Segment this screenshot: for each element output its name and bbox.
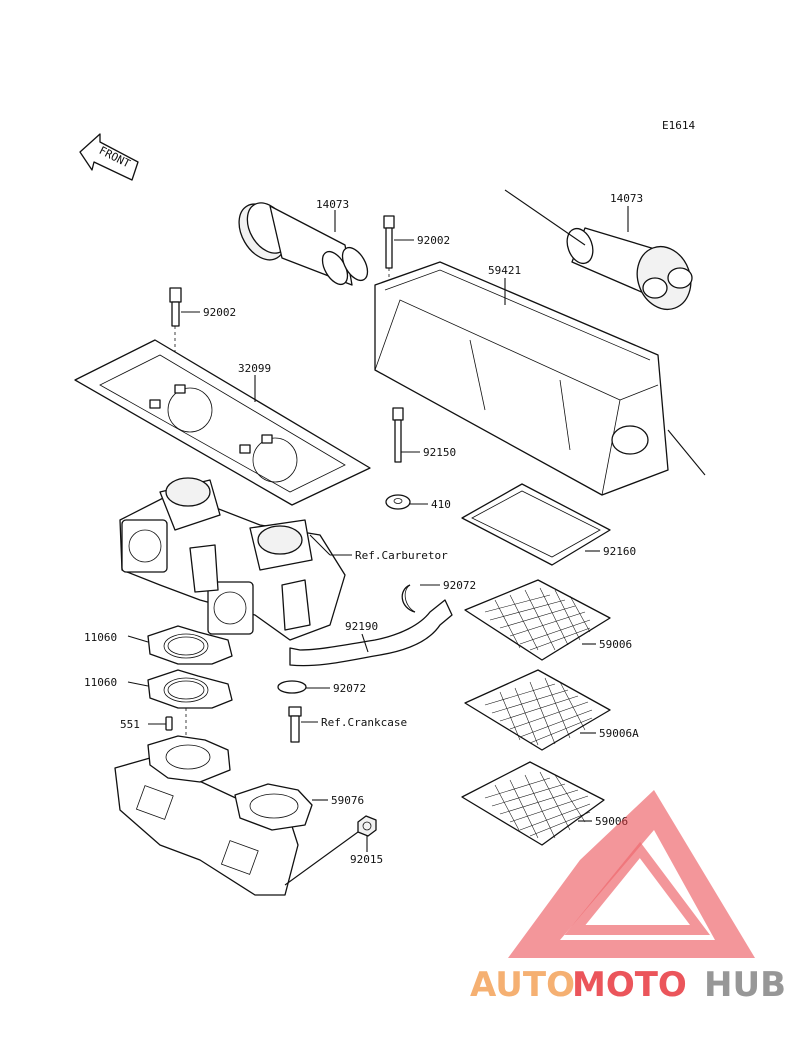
part-92015-label: 92015 [350, 853, 383, 866]
part-551-label: 551 [120, 718, 140, 731]
gasket-11060-b [147, 669, 233, 709]
part-92190-label: 92190 [345, 620, 378, 633]
part-11060-b-label: 11060 [84, 676, 117, 689]
carburetor-assembly [119, 477, 346, 641]
part-92150-label: 92150 [423, 446, 456, 459]
part-92072-bottom-label: 92072 [333, 682, 366, 695]
bolt-92150 [392, 407, 404, 463]
part-59421-label: 59421 [488, 264, 521, 277]
part-92072-top-label: 92072 [443, 579, 476, 592]
gasket-92160 [461, 483, 611, 566]
part-14073-right-label: 14073 [610, 192, 643, 205]
diagram-code: E1614 [662, 119, 695, 132]
part-11060-a-label: 11060 [84, 631, 117, 644]
crankcase-stud [288, 706, 302, 743]
front-arrow-icon: FRONT [79, 133, 139, 181]
intake-funnel-right [566, 227, 693, 311]
air-box [374, 261, 669, 496]
part-92160-label: 92160 [603, 545, 636, 558]
screen-59006A [464, 669, 611, 751]
watermark-moto: MOTO [572, 965, 687, 1005]
part-32099-label: 32099 [238, 362, 271, 375]
watermark-auto: AUTO [470, 965, 575, 1005]
part-59006-a-label: 59006 [599, 638, 632, 651]
clamp-92072-top [401, 584, 416, 613]
part-14073-left-label: 14073 [316, 198, 349, 211]
screen-59006-bottom [461, 761, 605, 846]
intake-manifold [114, 735, 313, 896]
watermark-hub: HUB [704, 965, 786, 1005]
screen-59006-top [464, 579, 611, 661]
base-plate [74, 339, 371, 506]
part-92002-top-label: 92002 [417, 234, 450, 247]
part-59076-label: 59076 [331, 794, 364, 807]
nut-92015 [357, 815, 377, 837]
part-92002-left-label: 92002 [203, 306, 236, 319]
hose-92190 [289, 599, 453, 667]
bolt-92002-left [169, 287, 182, 327]
watermark-logo [508, 790, 755, 958]
intake-funnel-left [238, 202, 369, 286]
part-410-label: 410 [431, 498, 451, 511]
clamp-92072-bottom [277, 680, 307, 694]
part-59006A-label: 59006A [599, 727, 639, 740]
ref-carburetor-label: Ref.Carburetor [355, 549, 448, 562]
pin-551 [165, 716, 173, 731]
ref-crankcase-label: Ref.Crankcase [321, 716, 407, 729]
gasket-11060-a [147, 625, 233, 665]
washer-410 [385, 494, 411, 510]
bolt-92002-top [383, 215, 395, 269]
